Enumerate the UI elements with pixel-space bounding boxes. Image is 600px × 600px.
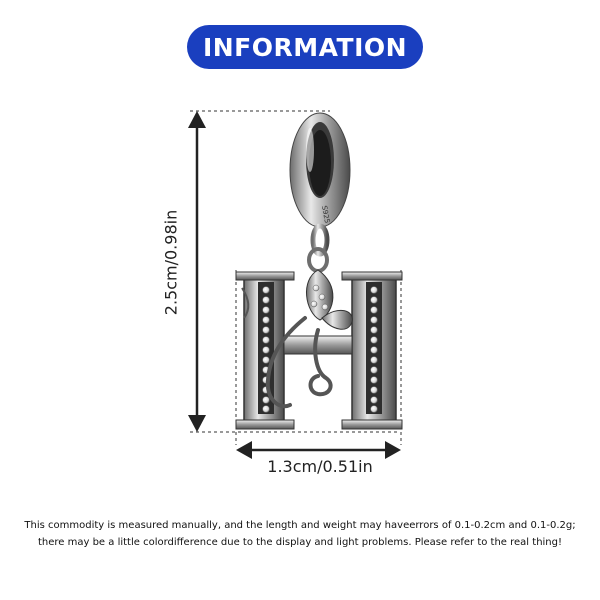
banner-title: INFORMATION	[202, 32, 408, 62]
measure-guides	[190, 110, 402, 445]
butterfly-ornament	[305, 269, 353, 330]
width-arrow	[236, 441, 401, 459]
disclaimer-line-1: This commodity is measured manually, and…	[24, 520, 576, 531]
letter-h-charm	[235, 269, 403, 430]
vine-ornament	[265, 316, 333, 409]
bail-ring	[289, 112, 351, 228]
width-label: 1.3cm/0.51in	[267, 457, 373, 476]
height-arrow	[188, 111, 206, 432]
connector-loop	[307, 223, 330, 273]
height-label: 2.5cm/0.98in	[161, 209, 181, 316]
s925-stamp: S925	[320, 205, 331, 224]
information-banner: INFORMATION	[187, 25, 423, 69]
disclaimer-line-2: there may be a little colordifference du…	[37, 537, 562, 548]
disclaimer-text: This commodity is measured manually, and…	[20, 517, 580, 551]
